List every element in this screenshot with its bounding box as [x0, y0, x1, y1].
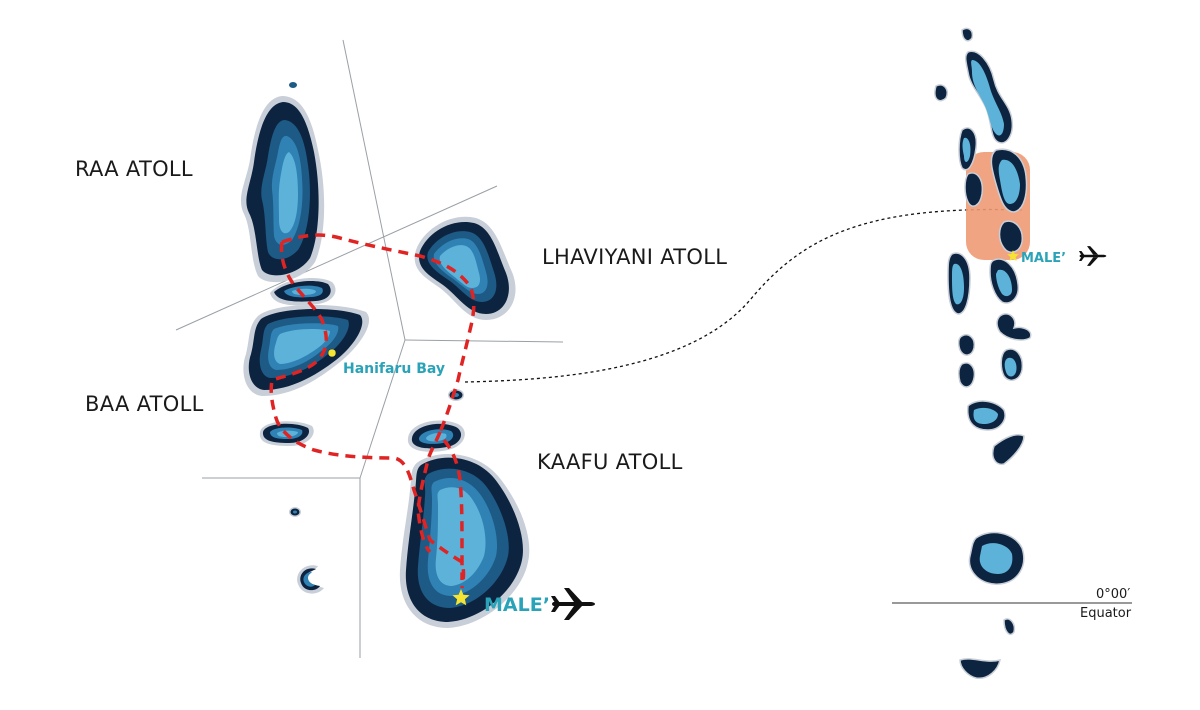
- horseshoe-atoll: [297, 565, 324, 594]
- maldives-inset: [892, 27, 1132, 679]
- raa-islet: [289, 82, 297, 88]
- star-icon[interactable]: [452, 589, 470, 606]
- raa-atoll-shape: [240, 96, 325, 283]
- equator-label: Equator: [1080, 606, 1132, 621]
- small-islet-west: [289, 507, 301, 517]
- hanifaru-bay-label: Hanifaru Bay: [343, 361, 445, 377]
- inset-star-icon: [1007, 250, 1019, 261]
- atolls-main: [240, 82, 530, 628]
- baa-atoll-label: BAA ATOLL: [85, 392, 204, 416]
- equator-coordinate-label: 0°00′: [1096, 587, 1130, 602]
- male-label: MALE’: [484, 594, 550, 616]
- airplane-icon: [551, 588, 595, 620]
- kaafu-atoll-shape: [399, 453, 530, 628]
- kaafu-atoll-label: KAAFU ATOLL: [537, 450, 683, 474]
- lhaviyani-atoll-shape: [414, 216, 516, 320]
- dive-route: [269, 233, 476, 589]
- inset-male-label: MALE’: [1021, 251, 1066, 266]
- small-atoll-north: [270, 277, 336, 306]
- inset-airplane-icon: [1078, 246, 1107, 266]
- baa-atoll-shape: [243, 304, 370, 396]
- lhaviyani-atoll-label: LHAVIYANI ATOLL: [542, 245, 727, 269]
- region-divider-lines: [175, 39, 564, 658]
- connector-line: [464, 208, 1023, 383]
- dot-icon[interactable]: [327, 348, 337, 358]
- raa-atoll-label: RAA ATOLL: [75, 157, 193, 181]
